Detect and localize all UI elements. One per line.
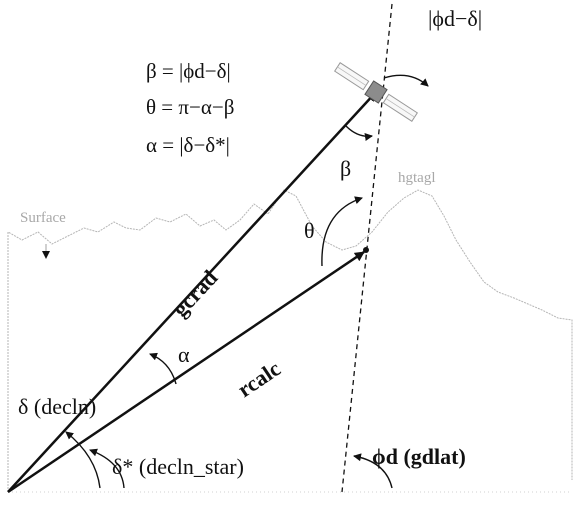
satellite-icon xyxy=(334,62,418,122)
delta-star-arc xyxy=(89,448,125,489)
rcalc-vector xyxy=(7,250,365,494)
surface-point xyxy=(363,247,369,253)
equation-alpha: α = |δ−δ*| xyxy=(146,133,230,157)
label-rcalc: rcalc xyxy=(233,356,285,403)
label-hgtagl: hgtagl xyxy=(398,170,436,186)
beta-arc xyxy=(345,125,373,141)
label-gcrad: gcrad xyxy=(167,265,222,321)
label-alpha: α xyxy=(178,342,190,367)
label-phi-d-minus-delta-top: |ϕd−δ| xyxy=(428,6,482,31)
delta-arc xyxy=(65,431,101,489)
equation-theta: θ = π−α−β xyxy=(146,95,234,119)
label-theta: θ xyxy=(304,218,315,243)
theta-arc xyxy=(321,196,363,267)
phi-d-top-arc xyxy=(383,74,429,87)
phi-d-bottom-arc xyxy=(353,453,393,489)
gcrad-vector xyxy=(7,91,377,493)
label-beta: β xyxy=(340,156,351,181)
label-gdlat: ϕd (gdlat) xyxy=(372,444,466,469)
label-decln: δ (decln) xyxy=(18,394,96,419)
alpha-arc xyxy=(149,352,177,385)
surface-outline xyxy=(7,189,573,492)
label-decln-star: δ* (decln_star) xyxy=(112,454,244,479)
label-surface: Surface xyxy=(20,210,66,226)
equation-beta: β = |ϕd−δ| xyxy=(146,59,231,83)
